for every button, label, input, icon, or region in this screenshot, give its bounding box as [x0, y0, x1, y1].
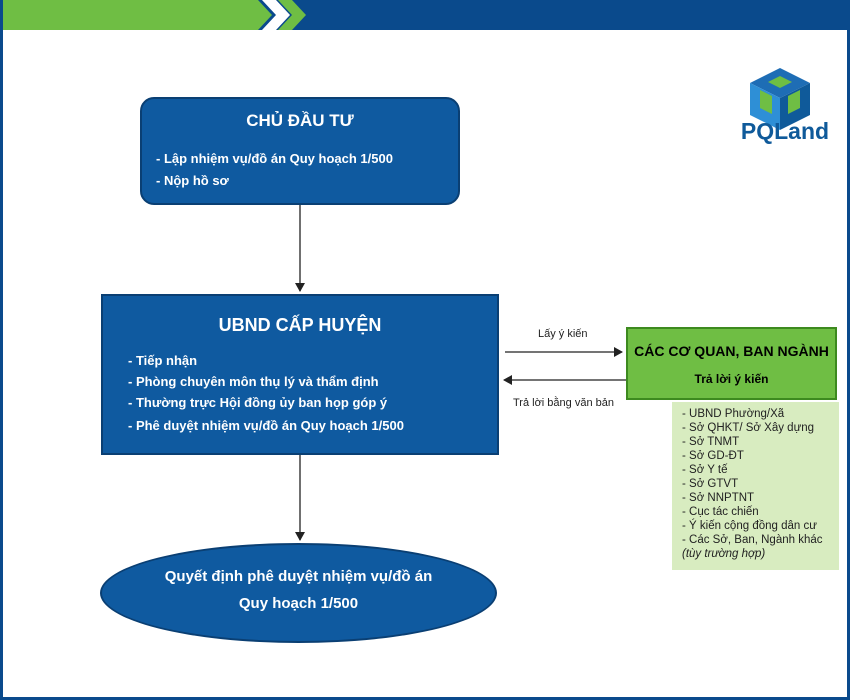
owner-item: - Nộp hồ sơ [156, 173, 229, 188]
top-banner [0, 0, 850, 30]
owner-title: CHỦ ĐẦU TƯ [246, 111, 354, 130]
ubnd-box: UBND CẤP HUYỆN - Tiếp nhận - Phòng chuyê… [101, 294, 499, 455]
ubnd-item: - Thường trực Hội đồng ủy ban họp góp ý [128, 395, 388, 410]
list-item: - Sở Y tế [682, 464, 728, 476]
list-item: - Sở TNMT [682, 436, 740, 448]
result-line-1: Quyết định phê duyệt nhiệm vụ/đồ án [164, 568, 433, 585]
response-label: Trả lời bằng văn bản [513, 397, 614, 409]
result-ellipse: Quyết định phê duyệt nhiệm vụ/đồ án Quy … [100, 543, 497, 643]
list-item: - Sở QHKT/ Sở Xây dựng [682, 422, 815, 434]
owner-item: - Lập nhiệm vụ/đồ án Quy hoạch 1/500 [156, 151, 393, 166]
agencies-list: - UBND Phường/Xã - Sở QHKT/ Sở Xây dựng … [672, 402, 839, 570]
agencies-title: CÁC CƠ QUAN, BAN NGÀNH [634, 343, 829, 359]
ubnd-item: - Phê duyệt nhiệm vụ/đồ án Quy hoạch 1/5… [128, 418, 404, 433]
list-item: - Sở GTVT [682, 478, 739, 490]
list-item: - Ý kiến cộng đồng dân cư [682, 520, 817, 532]
list-item: - Sở NNPTNT [682, 492, 755, 504]
list-item: - UBND Phường/Xã [682, 408, 785, 420]
owner-box: CHỦ ĐẦU TƯ - Lập nhiệm vụ/đồ án Quy hoạc… [140, 97, 460, 205]
list-item: - Các Sở, Ban, Ngành khác [682, 534, 823, 546]
ubnd-item: - Tiếp nhận [128, 353, 198, 368]
list-item: - Cục tác chiến [682, 506, 759, 518]
agencies-box: CÁC CƠ QUAN, BAN NGÀNH Trả lời ý kiến [626, 327, 837, 400]
request-label: Lấy ý kiến [538, 328, 588, 340]
list-note: (tùy trường hợp) [682, 548, 766, 560]
ubnd-item: - Phòng chuyên môn thụ lý và thẩm định [128, 374, 379, 389]
brand-name: PQLand [740, 118, 830, 144]
pqland-logo-icon [750, 68, 810, 130]
agencies-subtitle: Trả lời ý kiến [694, 372, 769, 386]
ubnd-title: UBND CẤP HUYỆN [218, 315, 382, 335]
list-item: - Sở GD-ĐT [682, 450, 744, 462]
result-line-2: Quy hoạch 1/500 [238, 595, 359, 612]
